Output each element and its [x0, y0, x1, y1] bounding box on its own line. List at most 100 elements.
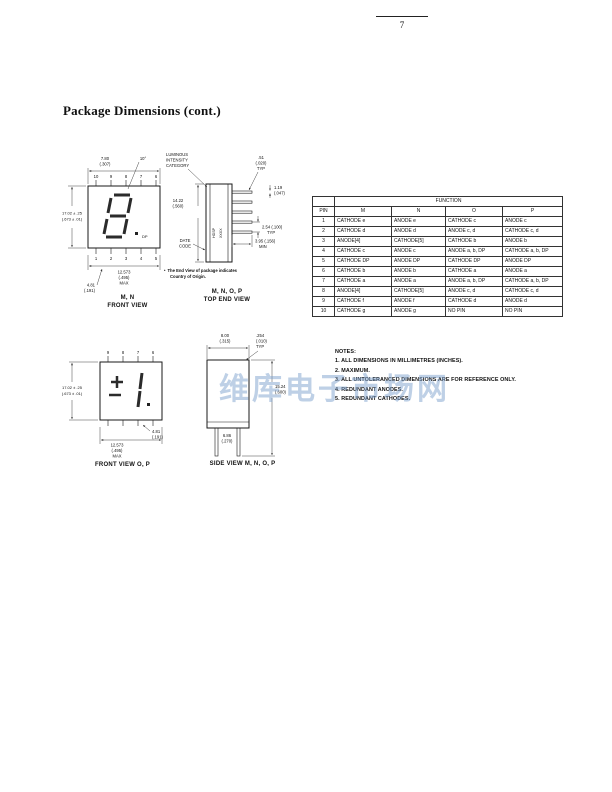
n-cell: ANODE b — [391, 266, 446, 277]
note-item: 3. ALL UNTOLERANCED DIMENSIONS ARE FOR R… — [335, 377, 517, 384]
dim-pin-mm: 4.81 — [87, 283, 96, 288]
dim-lead-in: (.047) — [274, 191, 286, 196]
note-item: 5. REDUNDANT CATHODES. — [335, 396, 411, 403]
side-view-drawing: 8.00 (.315) .254 (.010) TYP 15.24 (.600)… — [206, 333, 287, 457]
p-cell: CATHODE a, b, DP — [501, 276, 564, 287]
n-cell: CATHODE[5] — [391, 286, 446, 297]
pin-cell: 6 — [312, 266, 335, 277]
table-row: 6 CATHODE b ANODE b CATHODE a ANODE a — [312, 266, 564, 277]
pin-number: 7 — [137, 350, 140, 355]
caption-line: FRONT VIEW — [107, 303, 148, 309]
m-cell: CATHODE DP — [334, 256, 392, 267]
pin-numbers-top: 10 9 8 7 6 — [94, 174, 158, 179]
pin-numbers-bottom: 1 2 3 4 5 — [95, 256, 158, 261]
table-corner-cell — [312, 196, 335, 207]
dim-height-in: (.673 ± .01) — [62, 391, 83, 396]
m-cell: ANODE[4] — [334, 236, 392, 247]
pin-number: 4 — [140, 256, 143, 261]
notes-block: NOTES: 1. ALL DIMENSIONS IN MILLIMETRES … — [335, 348, 516, 404]
dim-base-max: MAX — [112, 454, 121, 459]
pin-number: 2 — [110, 256, 113, 261]
dim-height-mm: 15.24 — [275, 384, 286, 389]
pin-cell: 9 — [312, 296, 335, 307]
figure-top-end-view: HDSP XXXX LUMINOUS INT — [158, 148, 308, 308]
m-cell: CATHODE b — [334, 266, 392, 277]
caption-line: M, N, O, P — [211, 289, 243, 295]
bullet: • — [164, 268, 166, 273]
m-cell: ANODE[4] — [334, 286, 392, 297]
table-title: FUNCTION — [333, 196, 564, 207]
p-cell: ANODE DP — [501, 256, 564, 267]
pin-cell: 2 — [312, 226, 335, 237]
pin-number: 6 — [152, 350, 155, 355]
n-cell: ANODE g — [391, 306, 446, 317]
dim-base-max: MAX — [119, 281, 128, 286]
n-cell: ANODE a — [391, 276, 446, 287]
figure-front-view-mn: 10 9 8 7 6 1 2 3 4 5 DP — [55, 148, 205, 313]
decimal-point — [147, 403, 150, 406]
pins — [231, 190, 253, 234]
p-cell: ANODE b — [501, 236, 564, 247]
plus-minus-one-character — [109, 372, 144, 408]
table-row: 4 CATHODE c ANODE c ANODE a, b, DP CATHO… — [312, 246, 564, 257]
lead-frame — [207, 421, 249, 457]
notes-title: NOTES: — [335, 349, 356, 355]
pin-number: 9 — [107, 350, 110, 355]
table-row: 2 CATHODE d ANODE d ANODE c, d CATHODE c… — [312, 226, 564, 237]
origin-note-line: Country of Origin. — [170, 274, 206, 279]
pin-cell: 10 — [312, 306, 335, 317]
dim-lead-thick-typ: TYP — [256, 344, 264, 349]
dim-pin-in: (.191) — [152, 435, 164, 440]
pin-number: 10 — [94, 174, 99, 179]
dimension-labels: LUMINOUS INTENSITY CATEGORY .51 (.020) T… — [166, 152, 286, 249]
dim-base-mm: 12.573 — [118, 270, 131, 275]
dim-body-mm: 6.86 — [223, 433, 232, 438]
section-heading: Package Dimensions (cont.) — [63, 103, 221, 118]
o-cell: CATHODE b — [445, 236, 503, 247]
m-cell: CATHODE c — [334, 246, 392, 257]
angle-label: 10° — [140, 156, 147, 161]
n-cell: ANODE DP — [391, 256, 446, 267]
dimension-lines — [206, 345, 275, 457]
n-cell: ANODE d — [391, 226, 446, 237]
dim-width-in: (.315) — [220, 339, 232, 344]
table-row: 10 CATHODE g ANODE g NO PIN NO PIN — [312, 306, 564, 317]
dim-lead-thick-mm: .254 — [256, 333, 265, 338]
dim-lead-mm: 1.19 — [274, 185, 283, 190]
m-cell: CATHODE a — [334, 276, 392, 287]
dim-base-in: (.495) — [112, 448, 124, 453]
dimension-labels: 17.02 ± .25 (.673 ± .01) 12.573 (.495) M… — [62, 385, 164, 459]
p-cell: NO PIN — [501, 306, 564, 317]
pin-number: 7 — [140, 174, 143, 179]
page-number: 7 — [376, 16, 428, 30]
dimension-labels: 8.00 (.315) .254 (.010) TYP 15.24 (.600)… — [220, 333, 287, 444]
p-cell: ANODE a — [501, 266, 564, 277]
pin-number: 6 — [155, 174, 158, 179]
dimension-lines — [187, 168, 271, 263]
pin-cell: 1 — [312, 216, 335, 227]
luminous-line: INTENSITY — [166, 158, 188, 163]
dim-pin-mm: 4.81 — [152, 429, 161, 434]
caption-line: M, N — [120, 295, 135, 301]
caption-top-end-view: M, N, O, P TOP END VIEW — [158, 288, 296, 304]
dim-pin-thick-in: (.020) — [256, 161, 268, 166]
p-cell: ANODE c — [501, 216, 564, 227]
pin-number: 3 — [125, 256, 128, 261]
dimension-lines — [69, 361, 163, 444]
date-code-label: CODE — [179, 244, 191, 249]
pin-number: 1 — [95, 256, 98, 261]
front-view-mn-drawing: 10 9 8 7 6 1 2 3 4 5 DP — [62, 156, 161, 293]
caption-line: SIDE VIEW M, N, O, P — [209, 461, 276, 467]
package-outline — [87, 185, 161, 249]
p-cell: CATHODE c, d — [501, 226, 564, 237]
front-view-op-drawing: 9 8 7 6 17.02 ± .25 (.673 ± .0 — [62, 350, 164, 459]
m-cell: CATHODE g — [334, 306, 392, 317]
dim-pin-thick-typ: TYP — [257, 166, 265, 171]
col-header-n: N — [391, 206, 446, 217]
pin-number: 9 — [110, 174, 113, 179]
package-mold-lines — [209, 184, 229, 262]
col-header-o: O — [445, 206, 503, 217]
dim-base-mm: 12.573 — [111, 443, 124, 448]
table-row: 1 CATHODE e ANODE e CATHODE c ANODE c — [312, 216, 564, 227]
origin-note: •The End View of package indicates Count… — [164, 268, 238, 279]
